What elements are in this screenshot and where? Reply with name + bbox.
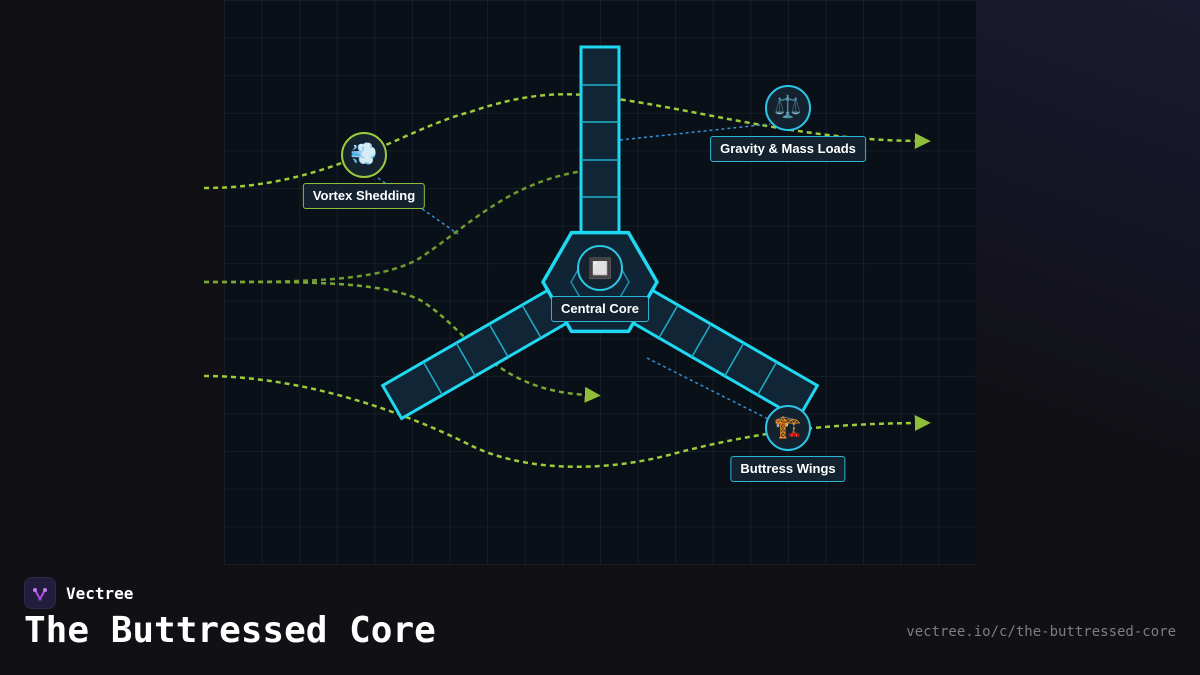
node-label-buttress-wings: Buttress Wings xyxy=(730,456,846,482)
wind-flow-line-middle xyxy=(203,280,601,403)
node-label-vortex-shedding: Vortex Shedding xyxy=(302,183,426,209)
page-title: The Buttressed Core xyxy=(24,610,436,651)
vectree-logo-icon xyxy=(24,577,56,609)
connector-gravity-core xyxy=(619,123,771,141)
core-block-icon: 🔲 xyxy=(577,245,623,291)
background-glow xyxy=(976,0,1200,565)
balance-scale-icon: ⚖️ xyxy=(765,85,811,131)
connector-wings-core xyxy=(646,357,771,421)
construction-crane-icon: 🏗️ xyxy=(765,405,811,451)
wind-icon: 💨 xyxy=(341,132,387,178)
page-url[interactable]: vectree.io/c/the-buttressed-core xyxy=(906,624,1176,640)
node-label-gravity-mass-loads: Gravity & Mass Loads xyxy=(710,136,866,162)
brand-name: Vectree xyxy=(66,584,134,603)
node-label-central-core: Central Core xyxy=(550,296,650,322)
buttress-wing-top xyxy=(579,45,621,237)
